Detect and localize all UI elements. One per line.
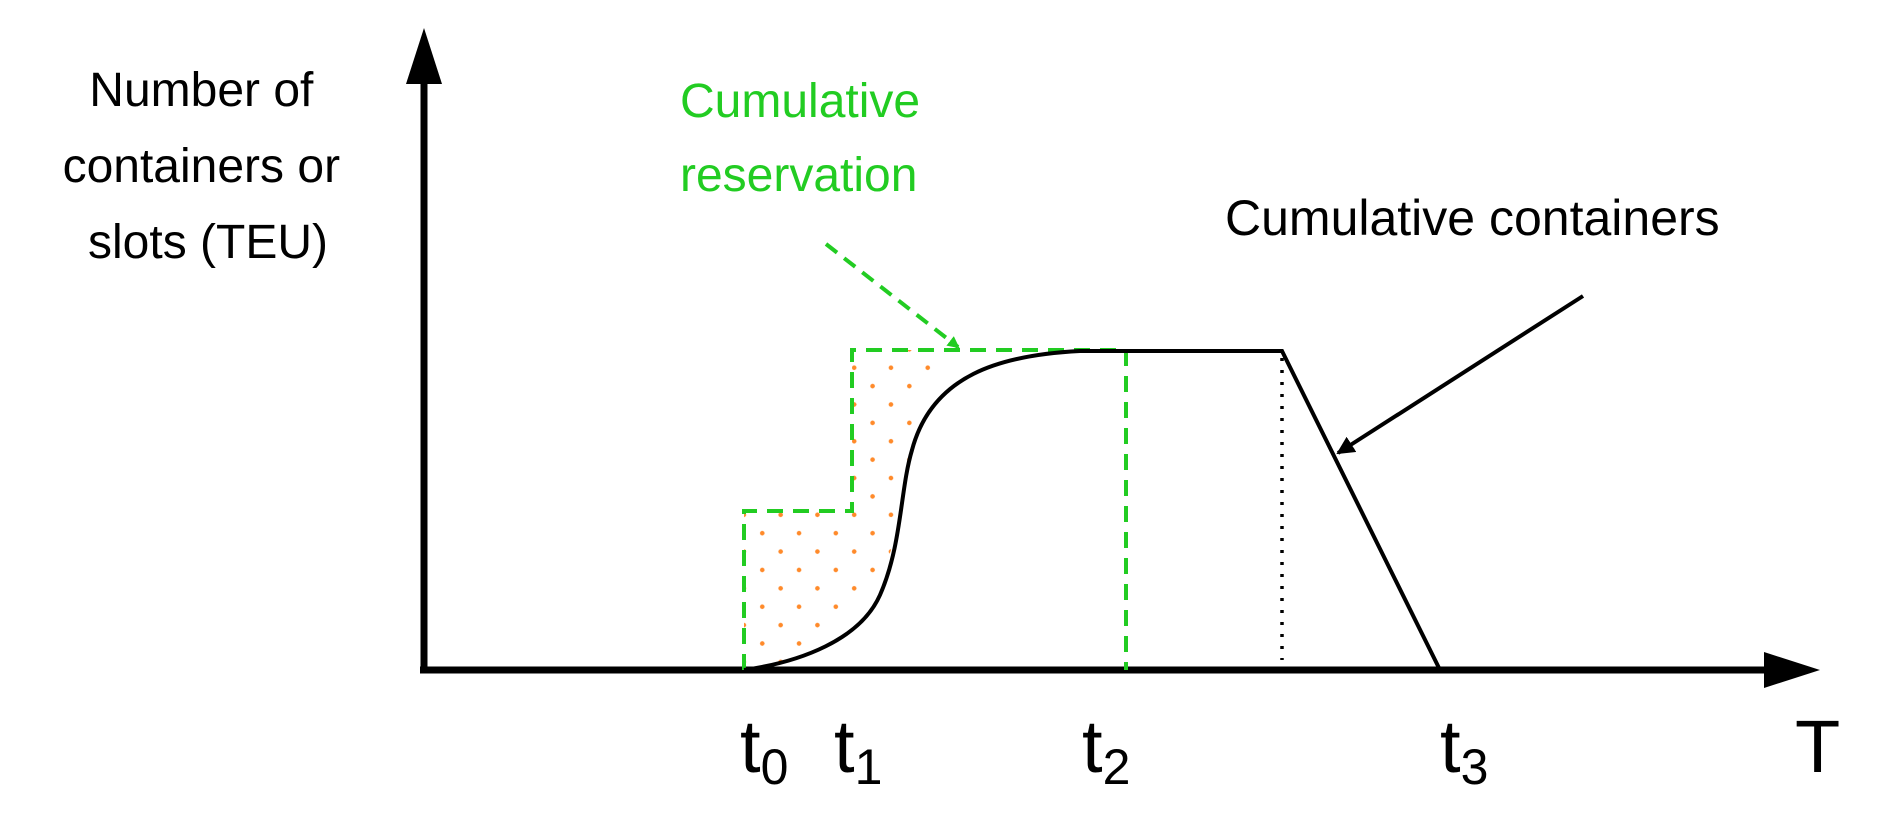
tick-label-t0: t0 (740, 705, 788, 795)
tick-t3-base: t (1440, 705, 1461, 788)
y-axis-label-line-3: slots (TEU) (88, 216, 328, 269)
tick-t3-sub: 3 (1461, 739, 1489, 795)
tick-t1-base: t (834, 705, 855, 788)
y-axis-label-line-2: containers or (63, 140, 340, 193)
cumulative-containers-curve (743, 349, 1442, 672)
reservation-label-line-1: Cumulative (680, 75, 920, 128)
tick-t2-sub: 2 (1103, 739, 1131, 795)
cumulative-reservation-step (742, 348, 1128, 670)
containers-label: Cumulative containers (1225, 190, 1720, 246)
tick-t0-sub: 0 (761, 739, 789, 795)
reservation-label-line-2: reservation (680, 149, 917, 202)
x-axis-arrowhead (1764, 652, 1820, 688)
reservation-annotation-arrow (824, 242, 960, 349)
tick-label-t2: t2 (1082, 705, 1130, 795)
x-axis-label: T (1795, 705, 1840, 788)
y-axis-arrowhead (406, 28, 442, 84)
tick-label-t3: t3 (1440, 705, 1488, 795)
tick-t2-base: t (1082, 705, 1103, 788)
tick-t0-base: t (740, 705, 761, 788)
y-axis-label-line-1: Number of (89, 64, 314, 117)
containers-annotation-arrow (1336, 294, 1585, 455)
tick-label-t1: t1 (834, 705, 882, 795)
reservation-label: Cumulative reservation (680, 75, 933, 202)
tick-t1-sub: 1 (855, 739, 883, 795)
y-axis-label: Number of containers or slots (TEU) (63, 64, 354, 269)
